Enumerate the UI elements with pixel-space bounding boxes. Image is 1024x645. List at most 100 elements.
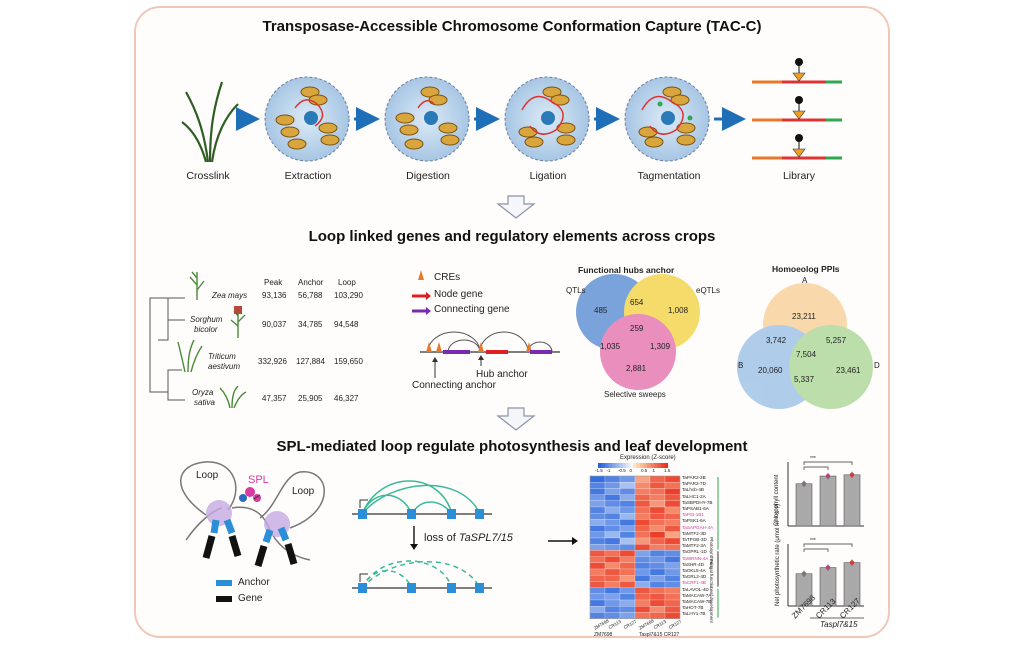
- heatmap-cell: [664, 556, 681, 563]
- heatmap-cell: [604, 500, 621, 508]
- step-label-library: Library: [782, 170, 816, 182]
- heatmap-cell: [649, 599, 666, 607]
- crop-anchor: 34,785: [298, 320, 323, 329]
- heatmap-cell: [634, 488, 651, 495]
- heatmap-cell: [589, 606, 606, 613]
- heatmap-cell: [619, 550, 636, 557]
- heatmap-cell: [649, 506, 666, 514]
- heatmap-cell: [589, 506, 606, 514]
- heatmap-cell: [604, 488, 621, 495]
- venn-value: 1,008: [668, 306, 689, 315]
- heatmap-cell: [649, 550, 666, 557]
- heatmap-cell: [619, 587, 636, 594]
- crop-anchor: 56,788: [298, 291, 323, 300]
- label-hub-anchor: Hub anchor: [476, 369, 528, 380]
- venn-label-sweeps: Selective sweeps: [604, 390, 666, 399]
- heatmap-gene-label: TaLHC1-2A: [682, 493, 706, 499]
- heatmap-gene-label: TaLhcb-4B: [682, 487, 704, 493]
- heatmap-gene-label: TaMTF2-3A: [682, 543, 706, 549]
- heatmap-border: [589, 475, 681, 619]
- heatmap-cell: [649, 581, 666, 588]
- heatmap-cell: [619, 500, 636, 508]
- heatmap-scale-cell: [661, 463, 665, 468]
- heatmap-cell: [634, 606, 651, 613]
- venn-value: 2,881: [626, 364, 647, 373]
- crop-name: Sorghum: [190, 315, 223, 324]
- heatmap-gene-label: TaGPRL-1D: [682, 549, 707, 555]
- heatmap-cell: [619, 606, 636, 613]
- heatmap-gene-label: TaLAVOL-4D: [682, 586, 709, 592]
- heatmap-cell: [589, 525, 606, 532]
- heatmap-gene-label: TaTPGB-3D: [682, 537, 707, 542]
- venn-label-eqtls: eQTLs: [696, 286, 721, 295]
- heatmap-gene-label: TaMACAW-7A: [682, 592, 712, 598]
- crop-loop: 46,327: [334, 394, 359, 403]
- heatmap-cell: [589, 612, 606, 619]
- heatmap-cell: [589, 482, 606, 489]
- heatmap-cell: [664, 531, 681, 539]
- venn-functional-hubs: [576, 274, 700, 390]
- heatmap-cell: [604, 475, 621, 483]
- heatmap-gene-label: TaPAR2-3B: [682, 475, 706, 480]
- heatmap-scale-title: Expression (Z-score): [620, 455, 676, 461]
- venn-value: 7,504: [796, 350, 817, 359]
- heatmap-scale-cell: [615, 463, 620, 468]
- heatmap-cell: [604, 568, 621, 576]
- heatmap-scale-cell: [664, 463, 669, 468]
- heatmap-cell: [649, 500, 666, 508]
- heatmap-gene-label: TaGRL2-4D: [682, 574, 707, 580]
- heatmap-cell: [649, 519, 666, 526]
- heatmap-cell: [604, 525, 621, 532]
- bar-group-label: Taspl7&15: [820, 620, 858, 629]
- heatmap-cell: [664, 599, 681, 607]
- heatmap-cell: [649, 544, 666, 551]
- crosslink-plant-icon: [181, 81, 239, 163]
- bar: [843, 474, 861, 527]
- heatmap-column-group: Taspl7&15 CR127: [639, 631, 680, 638]
- heatmap-cell: [634, 525, 651, 532]
- heatmap-scale-cell: [650, 463, 655, 468]
- heatmap-cell: [664, 475, 681, 483]
- heatmap-cell: [634, 556, 651, 563]
- venn-homoeolog-ppis: [737, 283, 873, 409]
- heatmap-cell: [664, 562, 681, 570]
- venn-value: 23,461: [836, 366, 861, 375]
- phenotype-bar-charts: [787, 461, 864, 619]
- heatmap-scale-tick: -0.5: [618, 468, 626, 473]
- heatmap-cell: [664, 606, 681, 613]
- heatmap-gene-label: TaSBPDHY-7B: [682, 499, 713, 505]
- heatmap-gene-label: TaSHR-4D: [682, 561, 704, 567]
- ligation-nucleus-icon: [504, 76, 590, 162]
- col-anchor: Anchor: [298, 278, 324, 287]
- heatmap-cell: [589, 593, 606, 601]
- heatmap-cell: [589, 575, 606, 582]
- heatmap-cell: [589, 556, 606, 563]
- heatmap-cell: [589, 544, 606, 551]
- tagmentation-nucleus-icon: [624, 76, 710, 162]
- heatmap-cell: [664, 550, 681, 557]
- heatmap-cell: [649, 606, 666, 613]
- heatmap-cell: [649, 488, 666, 495]
- heatmap-cell: [619, 612, 636, 619]
- heatmap-cell: [589, 562, 606, 570]
- heatmap-cell: [589, 513, 606, 520]
- heatmap-cell: [589, 519, 606, 526]
- crop-name: Oryza: [192, 388, 214, 397]
- heatmap-cell: [604, 606, 621, 613]
- heatmap-scale-cell: [626, 463, 630, 468]
- heatmap-cell: [619, 482, 636, 489]
- venn-value: 5,257: [826, 336, 847, 345]
- heatmap-cell: [589, 488, 606, 495]
- heatmap-cell: [604, 513, 621, 520]
- heatmap-scale-cell: [640, 463, 644, 468]
- heatmap-scale-cell: [598, 463, 602, 468]
- heatmap-cell: [634, 475, 651, 483]
- heatmap-column-group: ZM7698: [594, 631, 613, 638]
- bar: [819, 475, 837, 527]
- heatmap-cell: [619, 506, 636, 514]
- venn-label-qtls: QTLs: [566, 286, 586, 295]
- signif-label: ***: [810, 456, 816, 462]
- spl-label: SPL: [248, 474, 269, 486]
- heatmap-cell: [589, 568, 606, 576]
